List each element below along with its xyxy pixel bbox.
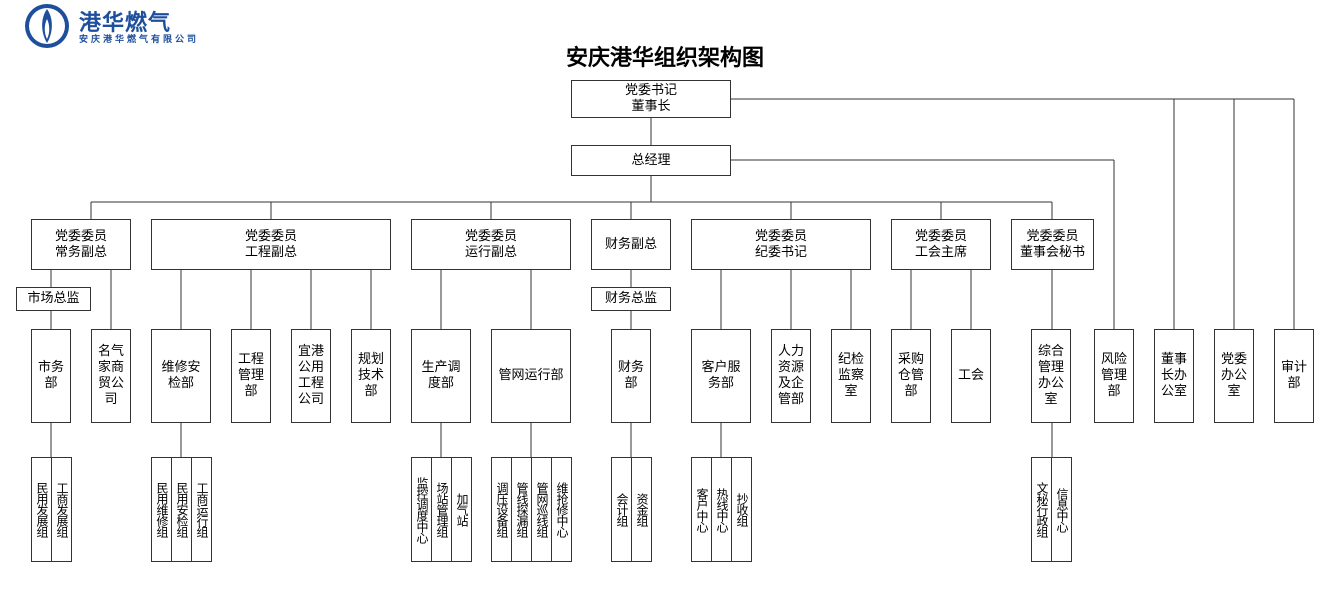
dept-maintenance: 维修安 检部 (151, 329, 211, 423)
dept-party-office: 党委 办公 室 (1214, 329, 1254, 423)
dept-dispatch: 生产调 度部 (411, 329, 471, 423)
node-discipline-secretary: 党委委员 纪委书记 (691, 219, 871, 270)
dept-mingqi-trading: 名气 家商 贸公 司 (91, 329, 131, 423)
dept-discipline: 纪检 监察 室 (831, 329, 871, 423)
group-gas-station: 加气站 (451, 457, 472, 562)
group-residential-repair: 民用维修组 (151, 457, 172, 562)
dept-engineering: 工程 管理 部 (231, 329, 271, 423)
dept-risk: 风险 管理 部 (1094, 329, 1134, 423)
dept-market: 市务 部 (31, 329, 71, 423)
node-union-chair: 党委委员 工会主席 (891, 219, 991, 270)
group-commercial-dev: 工商发展组 (51, 457, 72, 562)
group-patrol: 管网巡线组 (531, 457, 552, 562)
dept-finance: 财务 部 (611, 329, 651, 423)
node-vp-ops: 党委委员 运行副总 (411, 219, 571, 270)
group-meter-billing: 抄收组 (731, 457, 752, 562)
dept-customer-service: 客户服 务部 (691, 329, 751, 423)
group-customer-center: 客户中心 (691, 457, 712, 562)
dept-pipeline: 管网运行部 (491, 329, 571, 423)
dept-audit: 审计 部 (1274, 329, 1314, 423)
group-secretarial: 文秘行政组 (1031, 457, 1052, 562)
dept-admin-office: 综合 管理 办公 室 (1031, 329, 1071, 423)
dept-yigang-engineering: 宜港 公用 工程 公司 (291, 329, 331, 423)
group-accounting: 会计组 (611, 457, 632, 562)
dept-union: 工会 (951, 329, 991, 423)
group-leak-detection: 管线探漏组 (511, 457, 532, 562)
group-it-center: 信息中心 (1051, 457, 1072, 562)
group-emergency-repair: 维抢修中心 (551, 457, 572, 562)
group-monitoring-center: 监控调度中心 (411, 457, 432, 562)
node-vp-eng: 党委委员 工程副总 (151, 219, 391, 270)
company-logo: 港华燃气 安庆港华燃气有限公司 (24, 3, 254, 48)
group-residential-dev: 民用发展组 (31, 457, 52, 562)
dept-planning: 规划 技术 部 (351, 329, 391, 423)
chart-title: 安庆港华组织架构图 (565, 45, 764, 71)
group-residential-inspection: 民用安检组 (171, 457, 192, 562)
group-commercial-ops: 工商运行组 (191, 457, 212, 562)
group-treasury: 资金组 (631, 457, 652, 562)
dept-purchasing: 采购 仓管 部 (891, 329, 931, 423)
dept-hr: 人力 资源 及企 管部 (771, 329, 811, 423)
group-regulator: 调压设备组 (491, 457, 512, 562)
node-vp-exec: 党委委员 常务副总 (31, 219, 131, 270)
node-market-director: 市场总监 (16, 287, 91, 311)
group-hotline-center: 热线中心 (711, 457, 732, 562)
dept-chairman-office: 董事 长办 公室 (1154, 329, 1194, 423)
node-fin-director: 财务总监 (591, 287, 671, 311)
node-gm: 总经理 (571, 145, 731, 176)
group-station-mgmt: 场站管理组 (431, 457, 452, 562)
node-vp-fin: 财务副总 (591, 219, 671, 270)
logo-name: 港华燃气 (79, 11, 172, 36)
logo-subtitle: 安庆港华燃气有限公司 (79, 35, 200, 45)
node-chairman: 党委书记 董事长 (571, 80, 731, 118)
flame-logo-icon (25, 4, 69, 48)
node-board-secretary: 党委委员 董事会秘书 (1011, 219, 1094, 270)
